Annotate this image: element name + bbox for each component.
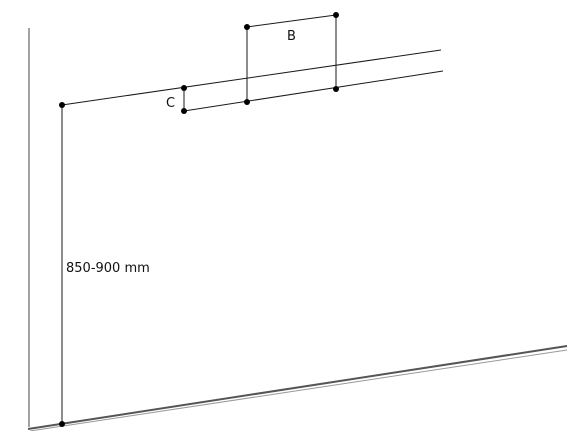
node-b-bottom-left	[244, 99, 250, 105]
node-top-mount	[59, 102, 65, 108]
label-c: C	[166, 96, 175, 111]
node-b-top-left	[244, 24, 250, 30]
label-height: 850-900 mm	[66, 261, 150, 276]
node-b-top-right	[333, 12, 339, 18]
node-floor	[59, 421, 65, 427]
rail-bottom-edge	[183, 70, 444, 112]
floor-line	[27, 345, 568, 430]
rail-top-edge	[61, 49, 442, 106]
b-box-top	[246, 14, 337, 28]
node-b-bottom-right	[333, 86, 339, 92]
node-c-top	[181, 85, 187, 91]
floor-line-shadow	[29, 349, 568, 431]
node-c-bottom	[181, 108, 187, 114]
label-b: B	[287, 29, 296, 44]
